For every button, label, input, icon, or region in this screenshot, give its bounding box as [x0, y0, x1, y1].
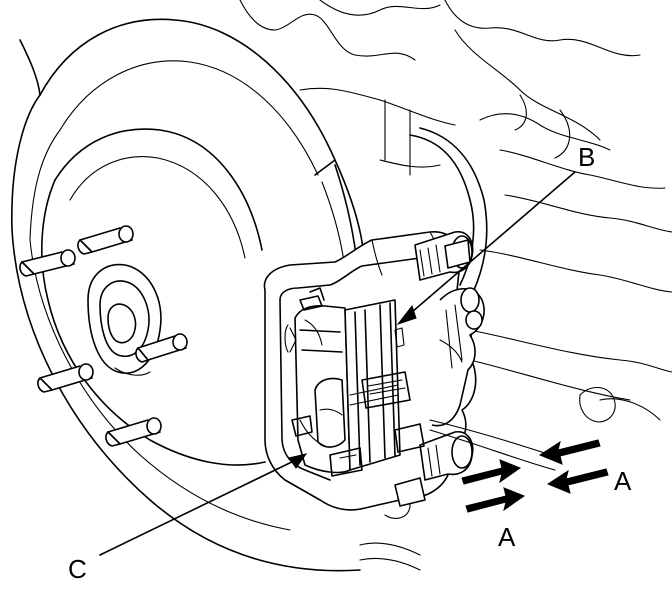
label-b: B [578, 142, 595, 172]
lower-slide-pin [394, 431, 474, 507]
direction-arrows [429, 419, 609, 513]
leader-c-arrowhead [288, 453, 308, 469]
stud-left [19, 249, 76, 277]
wheel-studs [19, 225, 188, 447]
stud-top [77, 225, 134, 255]
label-a-lower: A [498, 522, 516, 552]
label-a-upper: A [614, 466, 632, 496]
stud-lower-left [37, 363, 94, 393]
suspension-background [239, 0, 672, 571]
pad-retainer-clip-lower [291, 415, 425, 477]
leader-b [404, 171, 576, 319]
brake-pads [294, 299, 401, 474]
caliper-body [431, 287, 485, 427]
wheel-hub [87, 263, 162, 376]
arrow-upper-left-2 [546, 468, 609, 494]
arrow-upper-left-1 [538, 439, 601, 465]
leader-c [99, 457, 301, 556]
stud-right [135, 333, 188, 363]
callout-leaders [99, 171, 576, 556]
pad-retainer-clip-upper [284, 287, 325, 353]
arrow-lower-right-2 [465, 487, 526, 513]
pad-shim [361, 327, 411, 409]
brake-rotor [11, 18, 366, 572]
upper-slide-pin [414, 231, 474, 281]
label-c: C [68, 554, 87, 584]
stud-bottom [105, 417, 162, 447]
arrow-lower-right-1 [461, 459, 522, 485]
leader-b-arrowhead [396, 304, 417, 325]
